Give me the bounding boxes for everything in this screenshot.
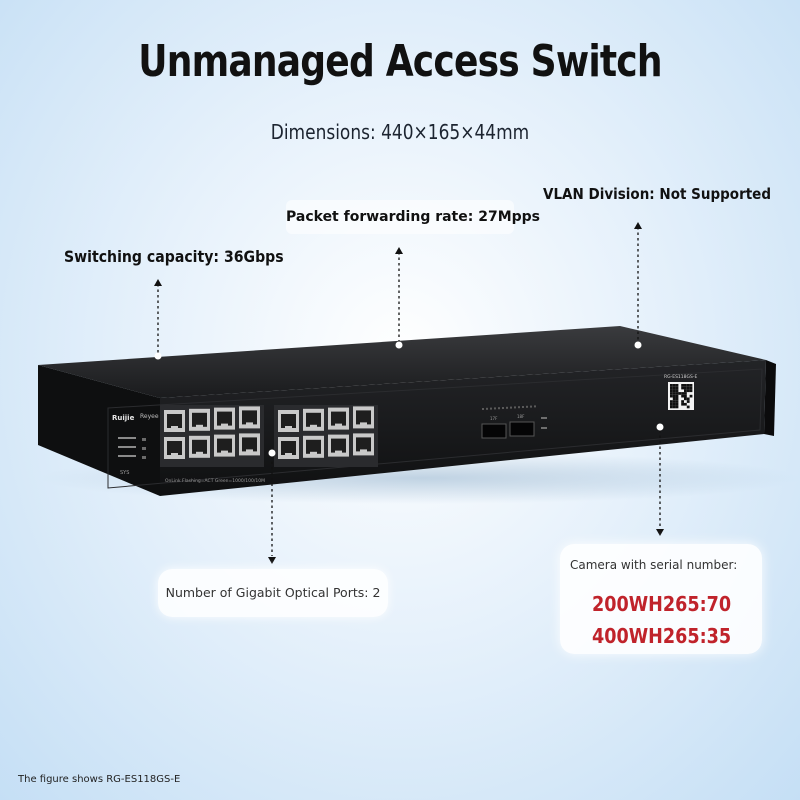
rj45-port[interactable]: [239, 406, 260, 429]
rj45-port-block: [160, 405, 378, 467]
rj45-port[interactable]: [189, 435, 210, 458]
page-title: Unmanaged Access Switch: [138, 36, 662, 87]
rj45-port[interactable]: [214, 407, 235, 430]
sfp-port-17[interactable]: [481, 423, 507, 439]
figure-footnote: The figure shows RG-ES118GS-E: [18, 774, 181, 785]
switching-capacity-label: Switching capacity: 36Gbps: [64, 247, 284, 266]
camera-callout: Camera with serial number: 200WH265:70 4…: [560, 544, 762, 654]
camera-line-400w: 400WH265:35: [592, 624, 732, 648]
camera-line-200w: 200WH265:70: [592, 592, 732, 616]
sfp-port-block: 17F 18F: [481, 414, 547, 439]
packet-forwarding-label: Packet forwarding rate: 27Mpps: [286, 200, 540, 234]
qr-code-icon: [668, 382, 694, 410]
optical-ports-callout: Number of Gigabit Optical Ports: 2: [158, 569, 388, 617]
model-label: RG-ES118GS-E: [664, 374, 697, 380]
callout-markers: [154, 222, 664, 564]
sys-indicator-label: SYS: [120, 470, 129, 476]
rj45-port[interactable]: [353, 406, 374, 429]
rj45-port[interactable]: [328, 434, 349, 457]
callout-lines: [157, 227, 661, 556]
sub-brand-text: Reyee: [140, 413, 159, 420]
rj45-port[interactable]: [164, 437, 185, 459]
rj45-port[interactable]: [278, 437, 299, 459]
sfp-led-row: [482, 405, 536, 410]
status-led-block: SYS: [118, 437, 146, 476]
rj45-port[interactable]: [164, 410, 185, 432]
switch-top-surface: [38, 326, 766, 398]
sfp-label-17: 17F: [490, 416, 498, 421]
sfp-label-18: 18F: [517, 414, 525, 419]
rj45-port[interactable]: [353, 433, 374, 456]
rj45-port[interactable]: [189, 408, 210, 431]
dimensions-text: Dimensions: 440×165×44mm: [270, 120, 530, 144]
switch-left-end: [38, 365, 160, 496]
rj45-port[interactable]: [328, 407, 349, 430]
rj45-port[interactable]: [303, 408, 324, 431]
brand-text: Ruijie: [112, 414, 135, 422]
camera-header: Camera with serial number:: [570, 558, 738, 572]
rj45-port[interactable]: [303, 435, 324, 458]
rj45-port[interactable]: [214, 434, 235, 457]
rj45-port[interactable]: [239, 433, 260, 456]
sfp-port-18[interactable]: [509, 421, 535, 437]
rj45-port[interactable]: [278, 410, 299, 432]
led-legend-text: OnLink Flashing=ACT Green=1000/100/10M: [165, 478, 265, 484]
vlan-division-label: VLAN Division: Not Supported: [543, 185, 772, 203]
optical-ports-label: Number of Gigabit Optical Ports: 2: [165, 585, 381, 600]
